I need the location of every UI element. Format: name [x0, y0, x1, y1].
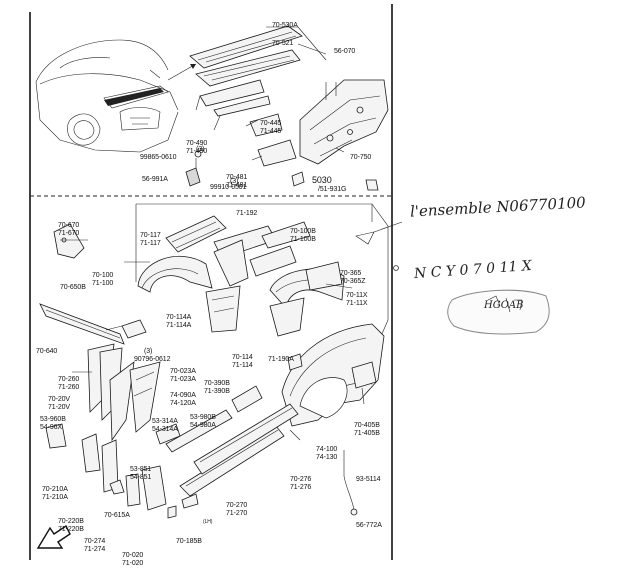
part-label: 70-650B — [60, 284, 86, 291]
frame-lines — [29, 4, 393, 560]
part-label: (3) — [230, 178, 239, 185]
inner-panel-bracket — [135, 203, 389, 353]
dash-panel — [299, 79, 389, 165]
part-label: 56-991A — [142, 176, 168, 183]
part-label: 70-640 — [36, 348, 58, 355]
part-label: 70-521 — [272, 40, 294, 47]
part-label: 93-5114 — [356, 476, 381, 483]
handwritten-stamp: HGOAB — [484, 300, 524, 311]
handwritten-marks — [355, 221, 550, 335]
part-label: 56-070 — [334, 48, 356, 55]
quarter-panel — [281, 323, 385, 427]
part-label: 99910-0501 — [210, 184, 247, 191]
part-label: 71-192 — [236, 210, 258, 217]
part-label: 70-185B — [176, 538, 202, 545]
part-label: /51-931G — [318, 186, 347, 193]
part-label-note: (LH) — [203, 519, 213, 525]
callout-arrow — [167, 63, 197, 81]
cowl-panel-group — [189, 25, 303, 167]
part-label: 99865-0610 — [140, 154, 177, 161]
car-outline-illustration — [35, 39, 179, 153]
part-label: 70-750 — [350, 154, 372, 161]
part-label: 71-190A — [268, 356, 294, 363]
part-label: (3)90796-0612 — [134, 348, 171, 363]
part-label: 70-615A — [104, 512, 130, 519]
part-label: 5030 — [312, 175, 332, 185]
top-hardware — [185, 150, 379, 191]
sill-panels — [155, 385, 299, 509]
inner-wheel-arch-parts — [137, 215, 345, 337]
part-label: (3) — [196, 146, 205, 153]
part-label: 70-530A — [272, 22, 298, 29]
leader-lines — [60, 26, 365, 441]
front-rails — [39, 223, 167, 511]
part-label: 56-772A — [356, 522, 382, 529]
misc-parts — [167, 353, 377, 519]
forward-arrow-icon — [36, 524, 71, 549]
